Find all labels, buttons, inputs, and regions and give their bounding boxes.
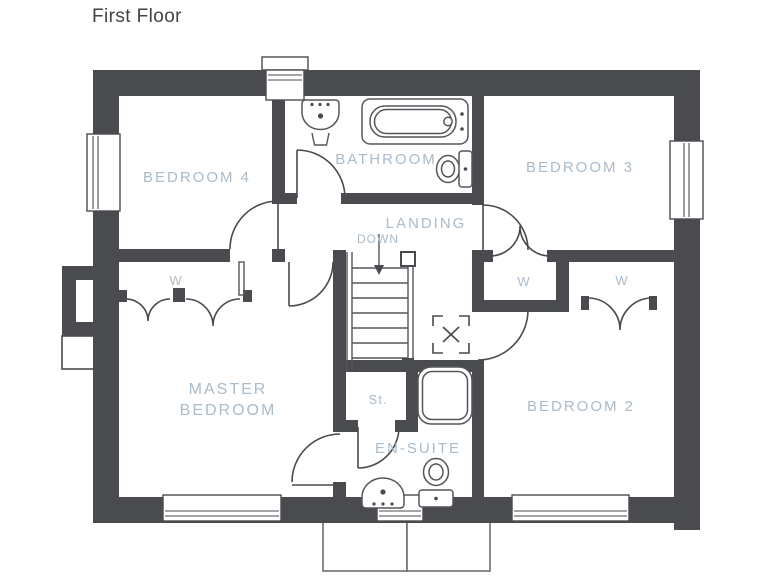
door-icon — [296, 149, 346, 199]
wardrobe-label: W — [169, 273, 182, 288]
sink-icon — [361, 477, 405, 509]
sink-icon — [301, 99, 340, 146]
room-label-storage: St. — [369, 392, 388, 407]
room-label-bedroom2: BEDROOM 2 — [527, 398, 635, 415]
shower-icon — [417, 366, 473, 425]
window-icon — [261, 56, 309, 101]
bathtub-icon — [361, 98, 469, 145]
wardrobe-label: W — [517, 274, 530, 289]
room-label-ensuite: EN-SUITE — [375, 440, 461, 457]
interior-walls — [118, 96, 674, 497]
window-icon — [86, 133, 121, 212]
window-icon — [162, 494, 282, 522]
door-icon — [357, 426, 400, 469]
wardrobe-label: W — [615, 273, 628, 288]
room-label-landing: LANDING — [386, 215, 467, 232]
door-icon — [288, 261, 334, 307]
windows — [86, 56, 704, 522]
room-label-master-line2: BEDROOM — [180, 402, 277, 419]
down-arrow-icon — [374, 234, 384, 275]
wardrobe-doors — [125, 225, 653, 331]
door-icon — [482, 204, 529, 251]
loft-hatch-icon — [432, 315, 470, 354]
room-label-master-line1: MASTER — [189, 381, 268, 398]
toilet-icon — [435, 150, 473, 188]
room-label-bedroom3: BEDROOM 3 — [526, 159, 634, 176]
room-label-bedroom4: BEDROOM 4 — [143, 169, 251, 186]
room-label-bathroom: BATHROOM — [335, 151, 437, 168]
door-icon — [291, 433, 341, 486]
window-icon — [669, 140, 704, 220]
down-label: DOWN — [357, 232, 399, 246]
page-title: First Floor — [92, 6, 182, 27]
door-icon — [229, 200, 279, 250]
door-icon — [477, 305, 533, 361]
window-icon — [511, 494, 630, 522]
doors — [229, 149, 533, 486]
toilet-icon — [418, 457, 454, 508]
stairs-icon — [346, 251, 416, 372]
